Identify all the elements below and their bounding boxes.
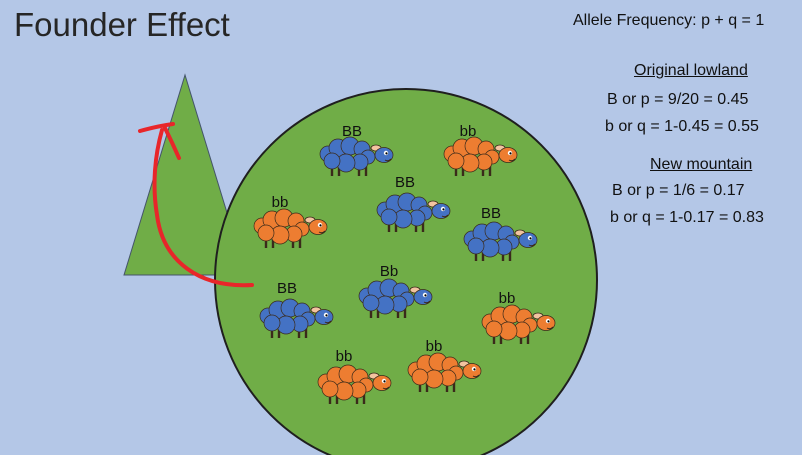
genotype-label: bb <box>499 290 516 307</box>
allele-equation: Allele Frequency: p + q = 1 <box>573 12 765 29</box>
lowland-circle <box>214 88 598 455</box>
genotype-label: bb <box>426 338 443 355</box>
migration-arrowhead <box>138 122 181 160</box>
lowland-q-line: b or q = 1-0.45 = 0.55 <box>605 118 759 135</box>
genotype-label: BB <box>395 174 415 191</box>
migration-arrow <box>152 128 254 288</box>
genotype-label: BB <box>481 205 501 222</box>
lowland-p-line: B or p = 9/20 = 0.45 <box>607 91 749 108</box>
genotype-label: bb <box>336 348 353 365</box>
genotype-label: bb <box>460 123 477 140</box>
mountain-heading: New mountain <box>650 156 753 173</box>
mountain-q-line: b or q = 1-0.17 = 0.83 <box>610 209 764 226</box>
lowland-heading: Original lowland <box>634 62 748 79</box>
genotype-label: BB <box>342 123 362 140</box>
genotype-label: BB <box>277 280 297 297</box>
slide-title: Founder Effect <box>14 6 230 43</box>
mountain-p-line: B or p = 1/6 = 0.17 <box>612 182 745 199</box>
genotype-label: Bb <box>380 263 398 280</box>
genotype-label: bb <box>272 194 289 211</box>
